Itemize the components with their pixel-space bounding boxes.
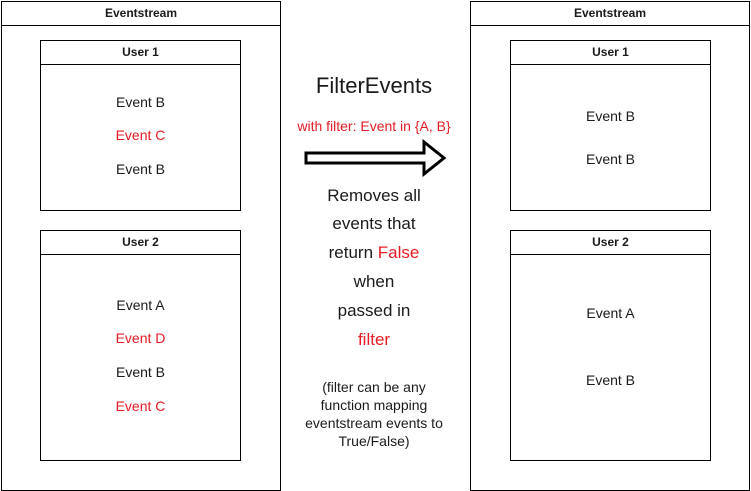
left-user2-event-4: Event C (115, 398, 166, 414)
right-user1-box: User 1 Event B Event B (510, 40, 711, 211)
note-line-3: eventstream events to (305, 415, 443, 431)
right-user2-event-2: Event B (585, 372, 636, 388)
operation-title: FilterEvents (315, 73, 433, 98)
right-arrow-icon (304, 138, 447, 178)
desc-false-word: False (377, 243, 420, 262)
left-user2-box: User 2 Event A Event D Event B Event C (40, 230, 241, 461)
left-user2-event-1: Event A (116, 297, 165, 313)
right-eventstream-title: Eventstream (471, 2, 749, 26)
note-line-4: True/False) (338, 433, 410, 449)
right-user2-event-1: Event A (586, 305, 635, 321)
desc-line-2: events that (332, 214, 416, 233)
note-line-1: (filter can be any (322, 379, 426, 395)
desc-line-1: Removes all (327, 186, 421, 205)
desc-filter-word: filter (357, 330, 391, 349)
with-prefix: with (297, 118, 327, 134)
left-user1-event-1: Event B (115, 94, 166, 110)
right-user2-box: User 2 Event A Event B (510, 230, 711, 461)
left-user1-event-3: Event B (115, 161, 166, 177)
right-user1-event-2: Event B (585, 151, 636, 167)
desc-line-3: return False (300, 244, 448, 261)
left-user1-title: User 1 (41, 41, 240, 65)
with-filter-expression: filter: Event in {A, B} (326, 118, 451, 134)
left-user1-event-2: Event C (115, 127, 166, 143)
right-user1-title: User 1 (511, 41, 710, 65)
desc-line-5: passed in (337, 301, 411, 320)
operation-with-line: with filter: Event in {A, B} (274, 118, 474, 134)
right-user2-title: User 2 (511, 231, 710, 255)
note-line-2: function mapping (320, 397, 428, 413)
left-eventstream-title: Eventstream (2, 2, 280, 26)
left-user2-event-3: Event B (115, 364, 166, 380)
left-user1-box: User 1 Event B Event C Event B (40, 40, 241, 211)
desc-line-4: when (353, 272, 395, 291)
right-user1-event-1: Event B (585, 108, 636, 124)
left-user2-event-2: Event D (115, 330, 166, 346)
desc-return-word: return (328, 243, 378, 262)
left-user2-title: User 2 (41, 231, 240, 255)
